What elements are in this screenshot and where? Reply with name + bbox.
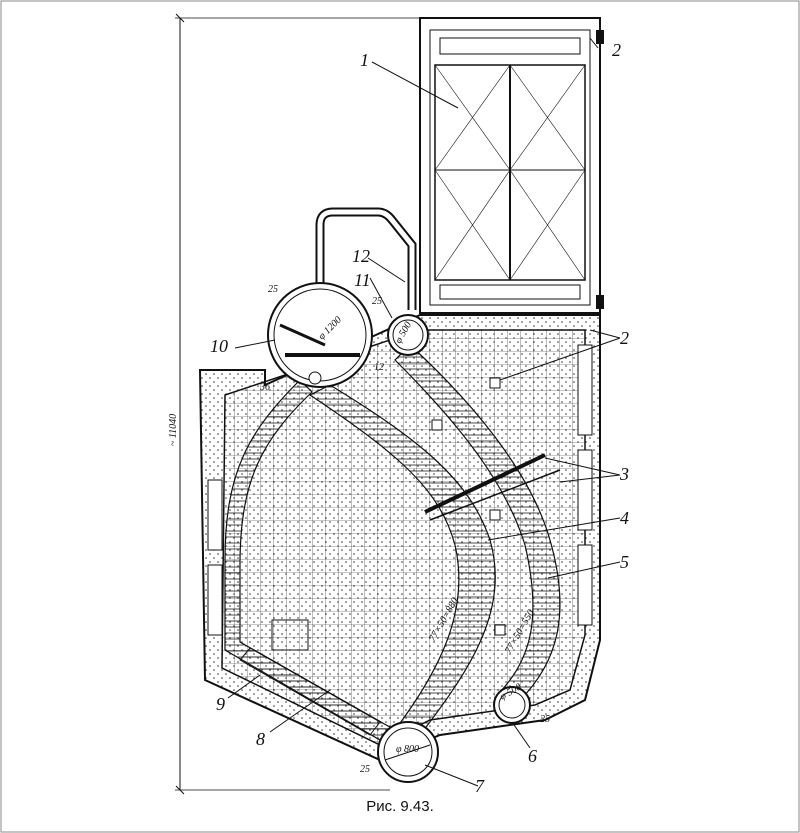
label-2-top: 2 (612, 40, 621, 60)
baffle-3b (429, 469, 561, 521)
dim-t12: 12 (374, 362, 384, 373)
furnace-casing (198, 314, 601, 762)
figure-caption: Рис. 9.43. (366, 798, 434, 815)
right-wall-panels (577, 344, 593, 626)
lower-tube-bundle-8 (239, 647, 381, 736)
left-wall-panels (207, 479, 223, 636)
label-4: 4 (620, 508, 629, 528)
label-9: 9 (216, 694, 225, 714)
bottom-drum (377, 721, 439, 783)
label-5: 5 (620, 552, 629, 572)
upper-drum (267, 282, 373, 388)
label-12: 12 (352, 246, 370, 266)
dim-t25-right: 25 (540, 714, 550, 725)
label-11: 11 (354, 270, 371, 290)
label-1: 1 (360, 50, 369, 70)
label-2-mid: 2 (620, 328, 629, 348)
dim-t25-bottom: 25 (360, 764, 370, 775)
label-8: 8 (256, 729, 265, 749)
label-10: 10 (210, 336, 228, 356)
upper-heat-exchanger (419, 17, 604, 314)
dim-t36: 36 (259, 382, 270, 393)
label-3: 3 (619, 464, 629, 484)
height-dim-text: ~ 11040 (168, 414, 179, 446)
leader-lines (227, 37, 621, 787)
small-upper-drum (387, 314, 429, 356)
dim-t25-small: 25 (372, 296, 382, 307)
dim-t25-top: 25 (268, 284, 278, 295)
baffle-3a (424, 453, 546, 514)
label-7: 7 (475, 776, 485, 796)
steam-pipe-12 (317, 209, 415, 310)
right-lower-drum (493, 686, 531, 724)
dim-bottom-drum: φ 800 (396, 744, 419, 755)
height-dimension: ~ 11040 (168, 13, 420, 795)
label-6: 6 (528, 746, 537, 766)
